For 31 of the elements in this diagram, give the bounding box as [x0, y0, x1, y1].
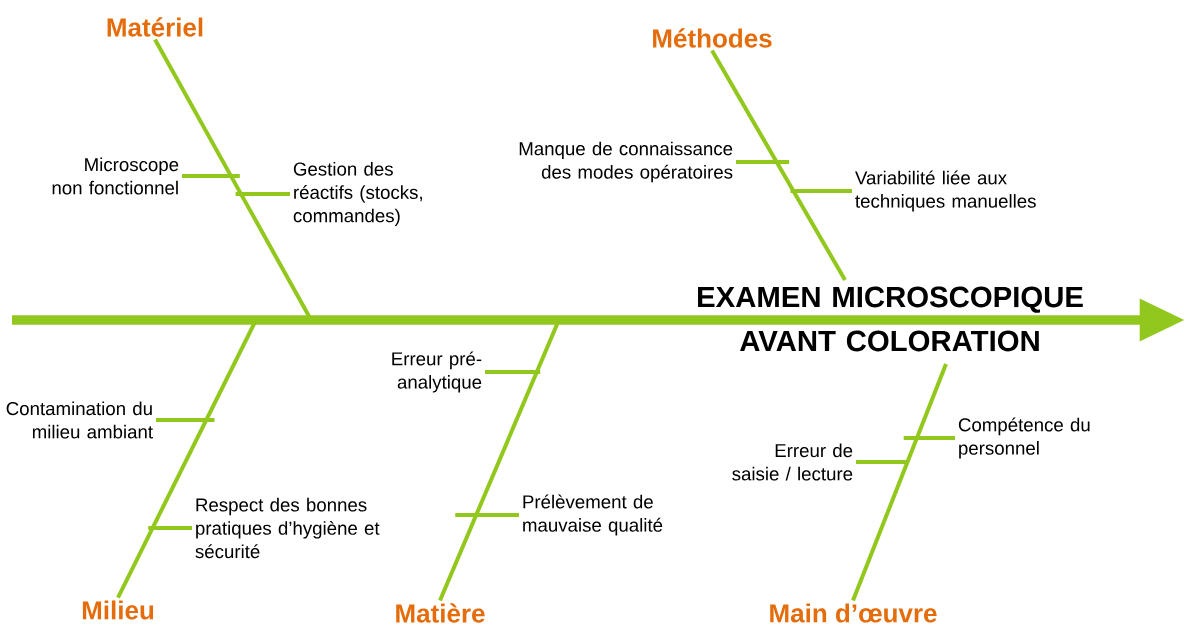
bone-line: [438, 321, 560, 602]
branch-line: [856, 460, 907, 464]
branch-line: [235, 192, 290, 196]
bone-line: [116, 321, 257, 599]
cause-label: Compétence du personnel: [958, 417, 1090, 459]
bone-line: [710, 49, 847, 281]
bone-line: [851, 363, 948, 602]
branch-line: [148, 526, 192, 530]
category-label: Matériel: [107, 17, 203, 37]
cause-label: Contamination du milieu ambiant: [6, 401, 153, 439]
cause-label: Gestion des réactifs (stocks, commandes): [293, 161, 422, 227]
branch-line: [485, 370, 541, 374]
category-label: Main d’œuvre: [770, 603, 937, 623]
cause-label: Prélèvement de mauvaise qualité: [523, 494, 663, 536]
cause-label: Manque de connaissance des modes opératoires: [519, 141, 733, 183]
category-label: Matière: [396, 603, 485, 623]
branch-line: [903, 436, 955, 440]
effect-label: EXAMEN MICROSCOPIQUE AVANT COLORATION: [698, 286, 1083, 352]
bone-line: [153, 38, 312, 319]
cause-label: Erreur de saisie / lecture: [732, 443, 853, 481]
branch-line: [455, 513, 519, 517]
cause-label: Microscope non fonctionnel: [52, 157, 179, 195]
branch-line: [182, 174, 240, 178]
cause-label: Respect des bonnes pratiques d’hygiène et sécurité: [195, 497, 380, 559]
branch-line: [736, 160, 790, 164]
branch-line: [790, 189, 852, 193]
cause-label: Erreur pré-analytique: [392, 351, 482, 393]
category-label: Milieu: [82, 600, 154, 620]
category-label: Méthodes: [653, 28, 772, 48]
cause-label: Variabilité liée aux techniques manuelles: [855, 170, 1036, 212]
branch-line: [156, 418, 215, 422]
